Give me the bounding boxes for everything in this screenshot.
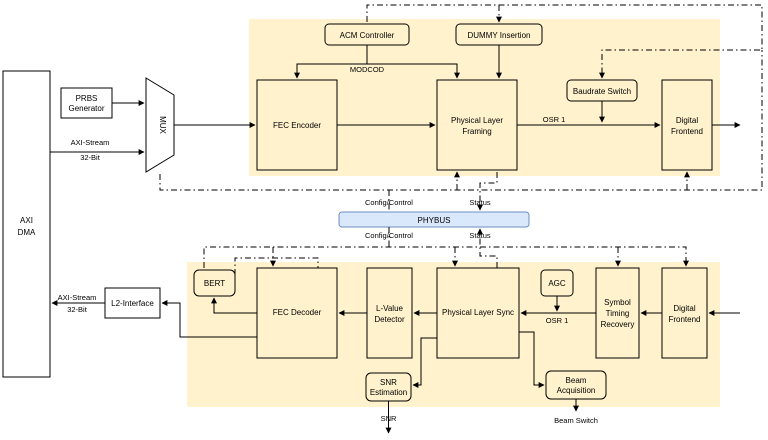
baudrate-switch-block: Baudrate Switch xyxy=(566,79,638,102)
svg-text:Baudrate Switch: Baudrate Switch xyxy=(573,87,631,96)
svg-text:Symbol: Symbol xyxy=(604,298,631,307)
svg-text:Timing: Timing xyxy=(606,309,630,318)
snr-output-label: SNR xyxy=(381,414,397,423)
physical-layer-sync-block: Physical Layer Sync xyxy=(436,267,520,359)
config-control-bottom-label: Config/Control xyxy=(365,231,413,240)
snr-estimation-block: SNR Estimation xyxy=(365,372,412,402)
svg-text:L-Value: L-Value xyxy=(376,304,404,313)
svg-text:L2-Interface: L2-Interface xyxy=(111,299,154,308)
svg-text:Estimation: Estimation xyxy=(370,388,407,397)
rx-dashed-wires xyxy=(203,227,689,275)
svg-text:Acquisition: Acquisition xyxy=(557,386,596,395)
svg-text:PHYBUS: PHYBUS xyxy=(418,216,451,225)
digital-frontend-tx-block: Digital Frontend xyxy=(661,79,713,171)
prbs-generator-block: PRBS Generator xyxy=(60,87,113,119)
svg-text:MUX: MUX xyxy=(158,116,167,134)
status-top-label: Status xyxy=(469,198,491,207)
config-control-top-label: Config/Control xyxy=(365,198,413,207)
svg-text:Beam: Beam xyxy=(566,376,587,385)
svg-text:32-Bit: 32-Bit xyxy=(67,305,88,314)
svg-text:Detector: Detector xyxy=(374,315,405,324)
svg-text:Generator: Generator xyxy=(68,104,104,113)
l2-interface-block: L2-Interface xyxy=(104,287,161,319)
svg-text:AXI-Stream: AXI-Stream xyxy=(58,293,97,302)
axi-dma-block: AXI DMA xyxy=(2,70,51,378)
osr-tx-label: OSR 1 xyxy=(543,115,566,124)
l-value-detector-block: L-Value Detector xyxy=(366,267,413,359)
svg-text:Digital: Digital xyxy=(676,116,698,125)
svg-text:PRBS: PRBS xyxy=(76,94,98,103)
acm-controller-block: ACM Controller xyxy=(324,23,410,46)
svg-text:BERT: BERT xyxy=(204,279,225,288)
axi-stream-rx-label: AXI-Stream 32-Bit xyxy=(58,293,97,314)
svg-text:FEC Decoder: FEC Decoder xyxy=(273,308,322,317)
digital-frontend-rx-block: Digital Frontend xyxy=(661,267,708,359)
svg-text:Physical Layer: Physical Layer xyxy=(451,116,503,125)
modcod-label: MODCOD xyxy=(350,65,385,74)
svg-text:AGC: AGC xyxy=(548,279,566,288)
svg-text:Frontend: Frontend xyxy=(671,127,703,136)
svg-text:DUMMY Insertion: DUMMY Insertion xyxy=(468,31,531,40)
svg-text:Digital: Digital xyxy=(673,304,695,313)
svg-text:DMA: DMA xyxy=(18,228,36,237)
rx-wires xyxy=(51,296,740,434)
svg-text:Physical Layer Sync: Physical Layer Sync xyxy=(442,308,514,317)
svg-text:FEC Encoder: FEC Encoder xyxy=(273,121,321,130)
axi-stream-tx-label: AXI-Stream 32-Bit xyxy=(71,138,110,162)
agc-block: AGC xyxy=(540,269,574,297)
beam-switch-output-label: Beam Switch xyxy=(554,416,598,425)
status-bottom-label: Status xyxy=(469,231,491,240)
svg-text:AXI-Stream: AXI-Stream xyxy=(71,138,110,147)
svg-text:Framing: Framing xyxy=(462,127,491,136)
dummy-insertion-block: DUMMY Insertion xyxy=(455,23,543,46)
phybus-block: PHYBUS xyxy=(338,211,530,228)
symbol-timing-recovery-block: Symbol Timing Recovery xyxy=(595,267,640,359)
physical-layer-framing-block: Physical Layer Framing xyxy=(436,79,518,171)
svg-text:Recovery: Recovery xyxy=(601,320,635,329)
svg-text:AXI: AXI xyxy=(20,216,33,225)
svg-text:SNR: SNR xyxy=(380,378,397,387)
svg-text:Frontend: Frontend xyxy=(668,315,700,324)
osr-rx-label: OSR 1 xyxy=(546,316,569,325)
fec-encoder-block: FEC Encoder xyxy=(256,79,338,171)
bert-block: BERT xyxy=(193,269,236,297)
svg-text:32-Bit: 32-Bit xyxy=(80,153,101,162)
tx-dashed-wires xyxy=(159,4,763,212)
mux-block: MUX xyxy=(145,77,175,173)
svg-text:ACM Controller: ACM Controller xyxy=(340,31,395,40)
beam-acquisition-block: Beam Acquisition xyxy=(545,370,607,400)
tx-wires xyxy=(50,45,741,155)
fec-decoder-block: FEC Decoder xyxy=(256,267,338,359)
